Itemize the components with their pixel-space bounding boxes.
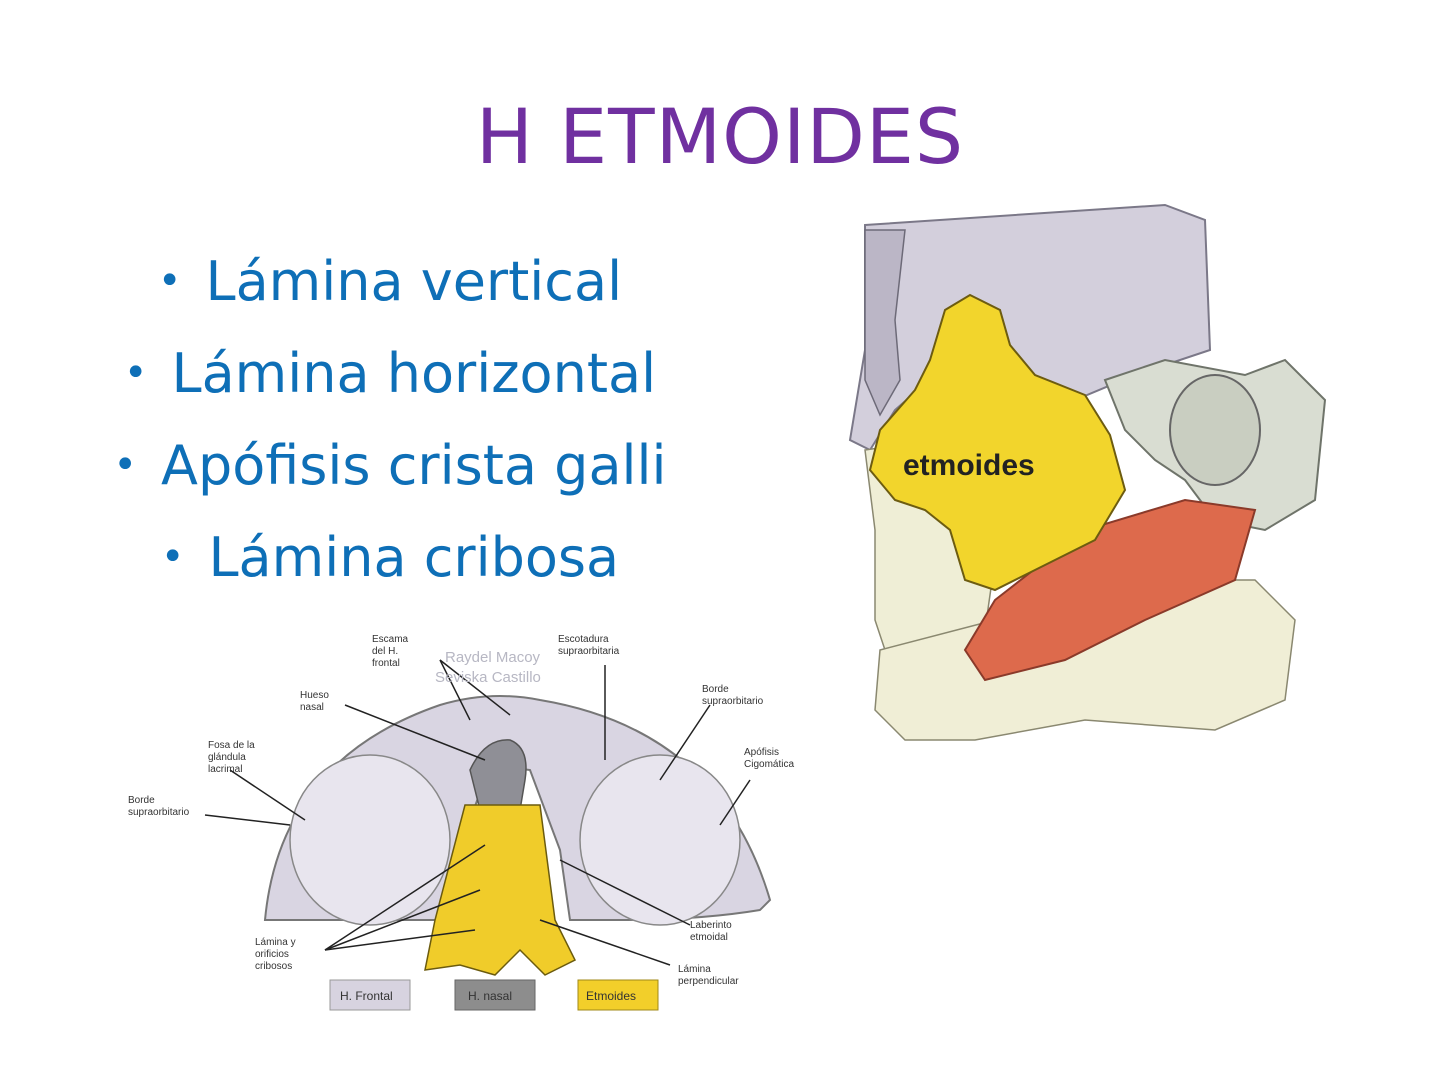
bullet-dot-icon: • [160, 534, 185, 580]
bullet-dot-icon: • [113, 442, 138, 488]
legend-swatch-nasal [454, 979, 536, 1011]
bullet-text: Lámina cribosa [208, 526, 620, 589]
legend-swatch-etmoides [577, 979, 659, 1011]
label-hueso-nasal-2: nasal [300, 702, 324, 713]
label-fosa-1: Fosa de la [208, 740, 255, 751]
bullet-dot-icon: • [123, 350, 148, 396]
label-lamina-cribosa-1: Lámina y [255, 937, 296, 948]
label-hueso-nasal-1: Hueso [300, 690, 329, 701]
label-escotadura-2: supraorbitaria [558, 646, 620, 657]
ethmoid-bone-region [424, 804, 577, 976]
nasal-bone-region [469, 739, 527, 811]
legend: H. Frontal H. nasal Etmoides [329, 979, 659, 1011]
label-lamina-cribosa-3: cribosos [255, 961, 292, 972]
label-escama-3: frontal [372, 658, 400, 669]
watermark-line-2: Seviska Castillo [435, 669, 541, 686]
watermark-line-1: Raydel Macoy [445, 649, 541, 666]
ethmoid-bone-region [868, 293, 1127, 592]
label-apofisis-1: Apófisis [744, 747, 779, 758]
label-borde-right-2: supraorbitario [702, 696, 764, 707]
label-borde-left-2: supraorbitario [128, 807, 190, 818]
label-escama-2: del H. [372, 646, 398, 657]
label-apofisis-2: Cigomática [744, 759, 794, 770]
right-orbit-region [579, 754, 741, 926]
bullet-text: Apófisis crista galli [161, 434, 667, 497]
label-laberinto-1: Laberinto [690, 920, 732, 931]
bullet-text: Lámina horizontal [171, 342, 657, 405]
left-orbit-region [289, 754, 451, 926]
label-lamina-perp-1: Lámina [678, 964, 711, 975]
bullet-dot-icon: • [157, 258, 182, 304]
label-borde-right-1: Borde [702, 684, 729, 695]
bullet-item: • Lámina cribosa [100, 524, 680, 616]
bullet-list: • Lámina vertical • Lámina horizontal • Apó… [100, 248, 680, 616]
label-fosa-3: lacrimal [208, 764, 242, 775]
legend-label-nasal: H. nasal [468, 989, 512, 1003]
leader-lines [204, 659, 751, 966]
bullet-text: Lámina vertical [205, 250, 623, 313]
label-laberinto-2: etmoidal [690, 932, 728, 943]
anatomy-labels: Escama del H. frontal Escotadura supraor… [128, 634, 794, 987]
ethmoid-sagittal-illustration: etmoides [848, 203, 1327, 741]
label-lamina-cribosa-2: orificios [255, 949, 289, 960]
label-escama-1: Escama [372, 634, 409, 645]
label-borde-left-1: Borde [128, 795, 155, 806]
slide-title: H ETMOIDES [475, 92, 965, 181]
legend-label-etmoides: Etmoides [586, 989, 636, 1003]
label-lamina-perp-2: perpendicular [678, 976, 739, 987]
bullet-item: • Lámina vertical [100, 248, 680, 340]
frontal-sinus-region [864, 229, 906, 417]
skull-frontal-view-illustration: Raydel Macoy Seviska Castillo Escama del… [128, 634, 794, 1011]
bullet-item: • Lámina horizontal [100, 340, 680, 432]
ethmoid-label: etmoides [903, 449, 1035, 482]
legend-swatch-frontal [329, 979, 411, 1011]
label-fosa-2: glándula [208, 752, 246, 763]
legend-label-frontal: H. Frontal [340, 989, 393, 1003]
bullet-item: • Apófisis crista galli [100, 432, 680, 524]
label-escotadura-1: Escotadura [558, 634, 609, 645]
vomer-region [963, 498, 1257, 682]
sphenoid-sinus-region [1169, 374, 1261, 486]
